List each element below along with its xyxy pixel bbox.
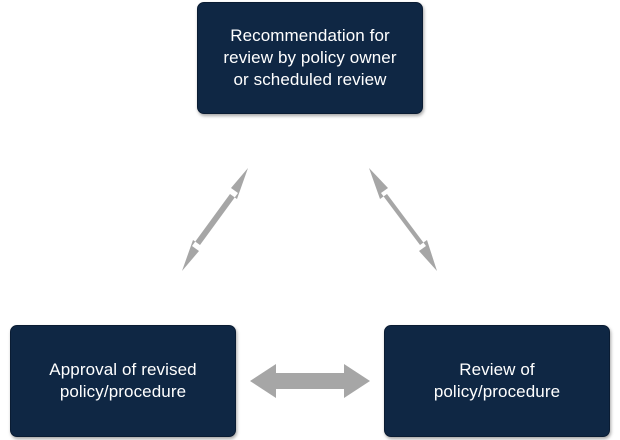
node-recommendation-label: Recommendation for review by policy owne…: [223, 26, 397, 89]
node-approval-label: Approval of revised policy/procedure: [49, 360, 197, 401]
double-arrow-approval-to-review: [250, 364, 370, 398]
node-recommendation-for-review: Recommendation for review by policy owne…: [197, 2, 423, 114]
node-review-of-policy: Review of policy/procedure: [384, 325, 610, 437]
node-review-label: Review of policy/procedure: [433, 360, 561, 401]
node-approval-of-revised-policy: Approval of revised policy/procedure: [10, 325, 236, 437]
double-arrow-top-to-review: [369, 168, 437, 271]
double-arrow-top-to-approval: [182, 168, 248, 271]
